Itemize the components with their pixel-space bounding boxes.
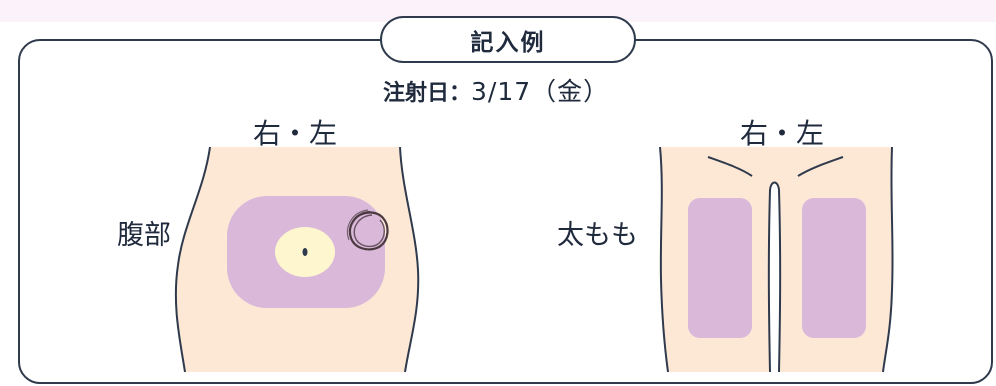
left-thigh-injection-zone <box>688 198 752 338</box>
groin-left-line <box>707 156 753 177</box>
thigh-outer-right-contour <box>882 146 894 373</box>
navel-icon <box>302 248 308 256</box>
abdomen-left-contour <box>174 146 211 373</box>
thigh-diagram <box>659 146 894 373</box>
injection-date-line: 注射日： 3/17（金） <box>383 72 609 106</box>
injection-mark-icon <box>347 209 389 251</box>
thigh-region-label: 太もも <box>557 220 638 251</box>
abdomen-diagram <box>174 146 420 373</box>
thigh-outer-left-contour <box>659 146 669 373</box>
right-thigh-injection-zone <box>802 198 866 338</box>
abdomen-right-contour <box>399 146 420 373</box>
abdomen-side-label: 右・左 <box>252 117 337 150</box>
thigh-inner-contour <box>767 181 782 373</box>
injection-date-value: 3/17（金） <box>471 77 610 106</box>
thigh-side-label: 右・左 <box>739 117 824 150</box>
example-title-tab: 記入例 <box>380 16 636 63</box>
groin-right-line <box>797 156 844 177</box>
example-title: 記入例 <box>470 29 546 56</box>
injection-date-label: 注射日： <box>383 81 472 106</box>
top-background-strip <box>0 0 996 22</box>
abdomen-region-label: 腹部 <box>117 220 171 251</box>
thigh-gap <box>768 182 781 372</box>
